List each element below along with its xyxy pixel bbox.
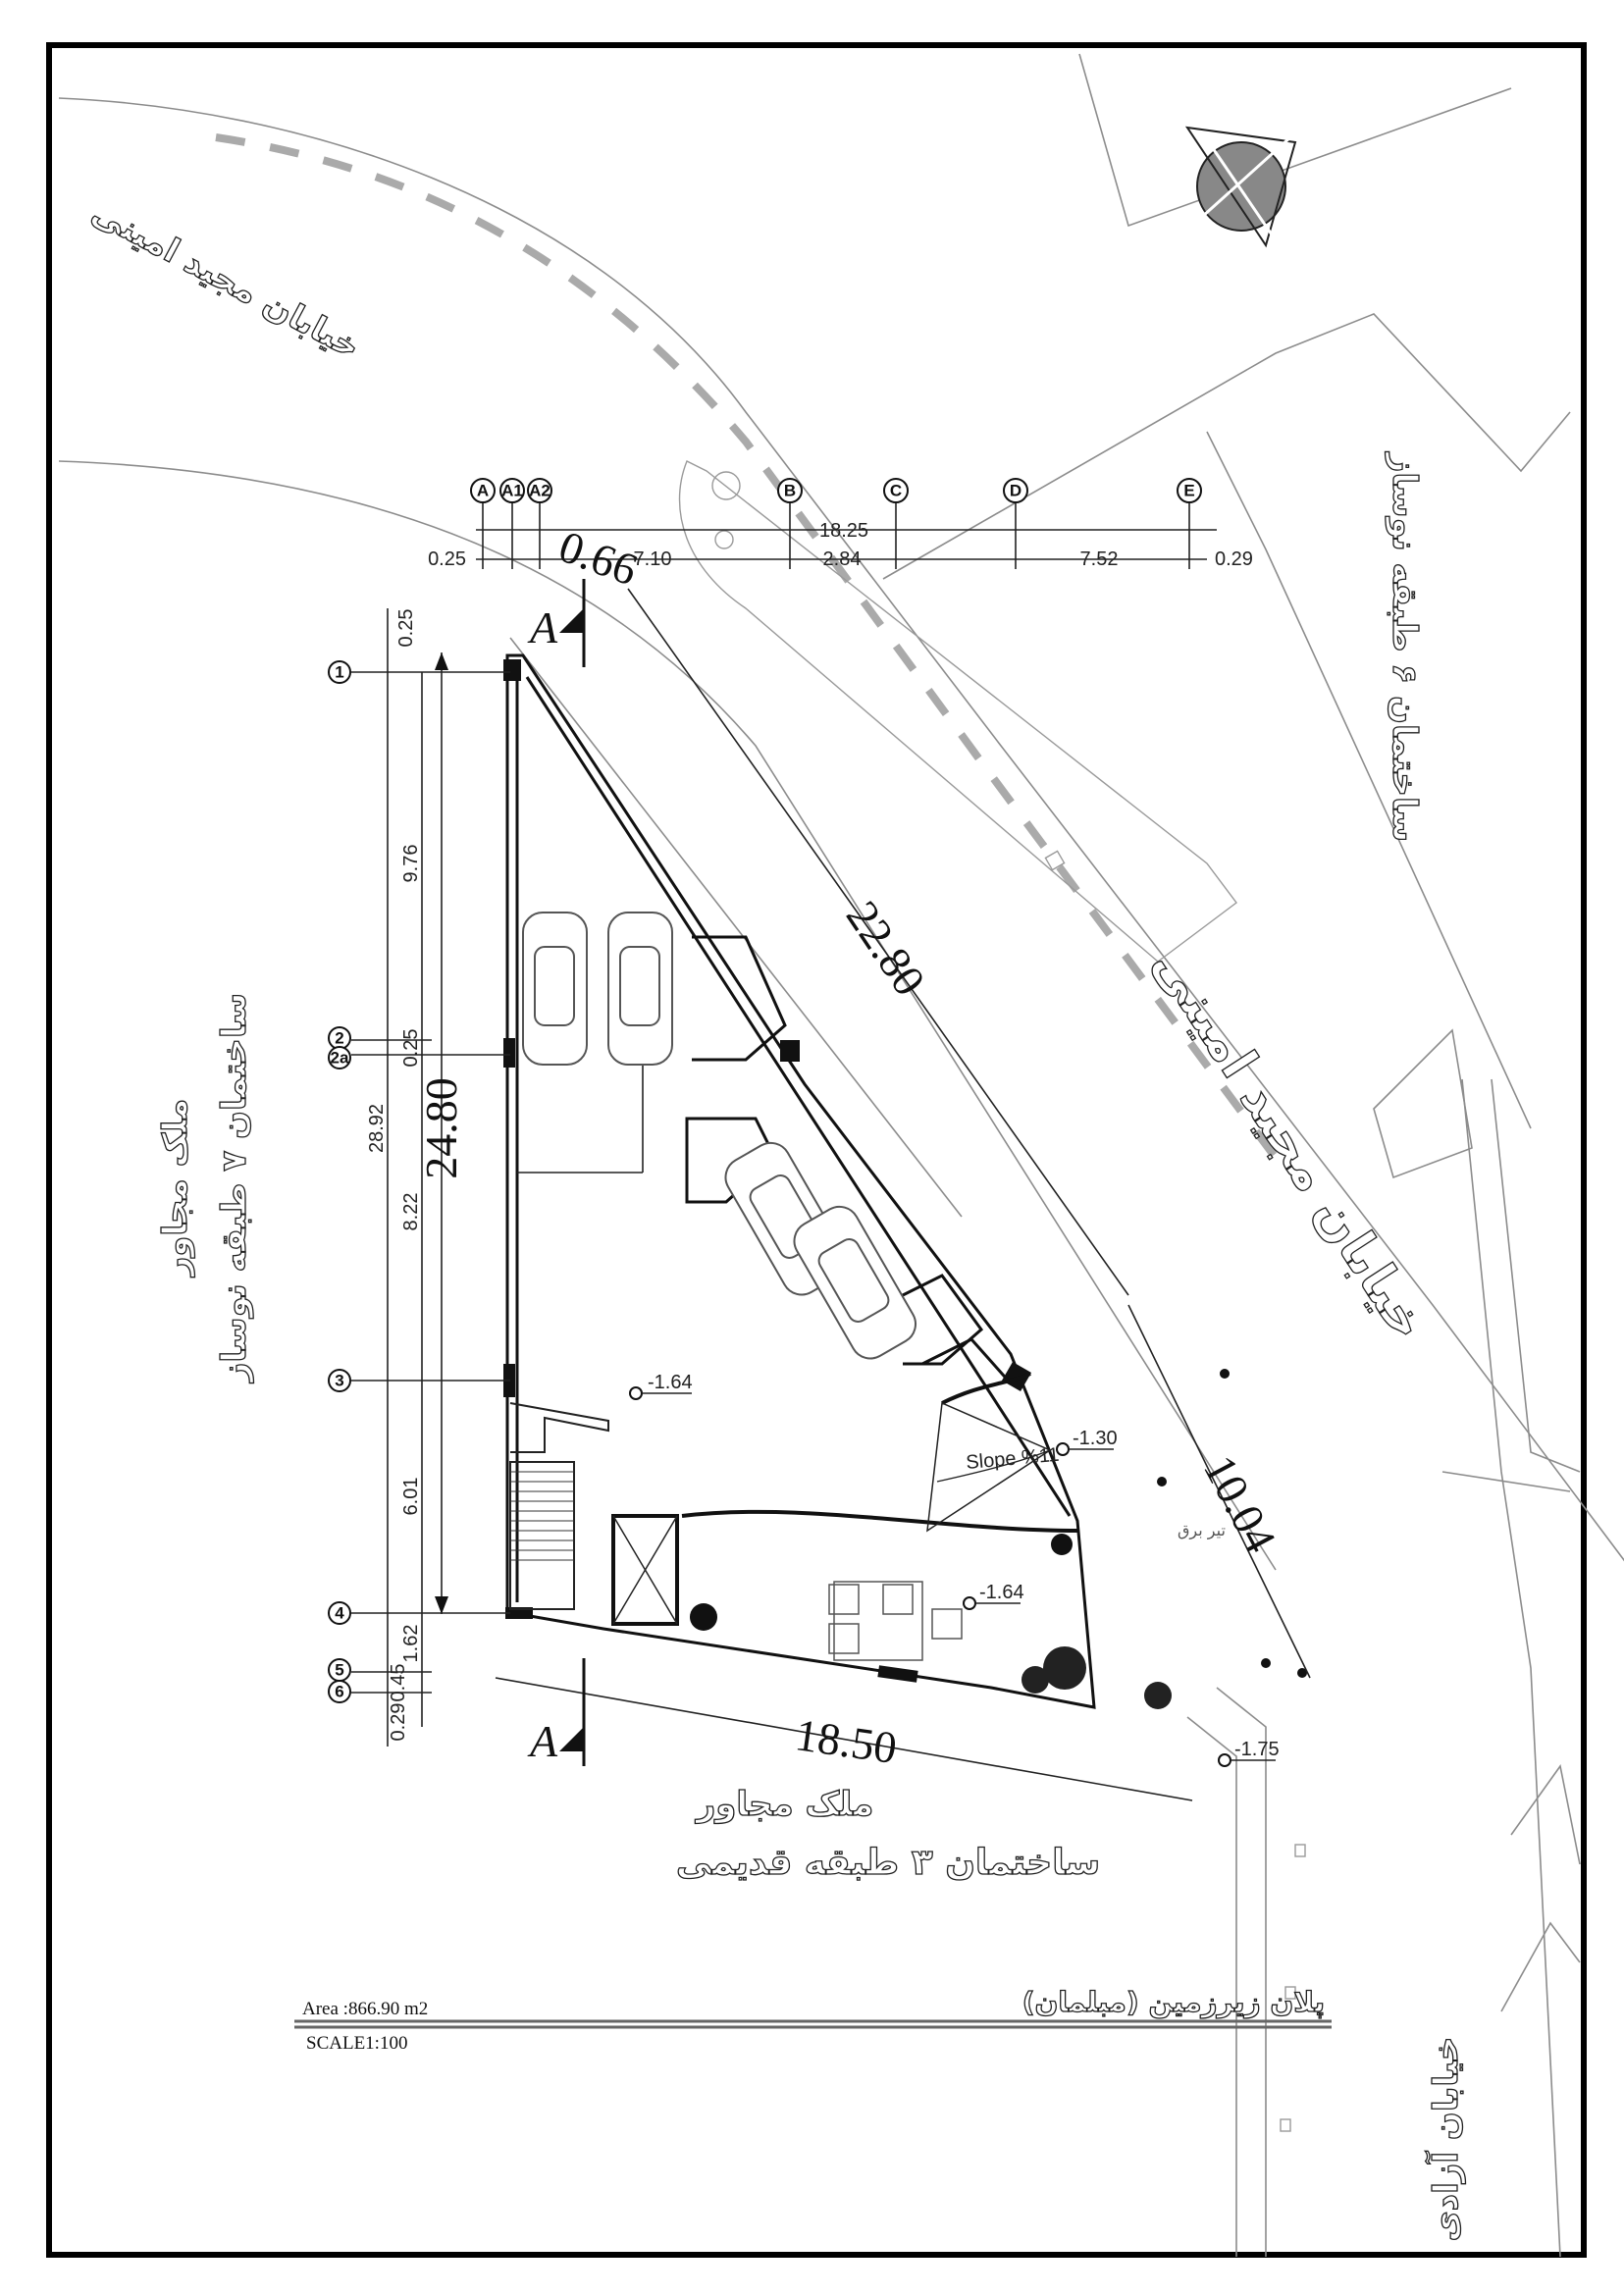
grid-bubble-D: D <box>1003 478 1028 503</box>
elevation-marker: -1.64 <box>963 1582 1024 1610</box>
neighbor-left-sub: ساختمان ۷ طبقه نوساز <box>215 993 254 1383</box>
area-label: Area :866.90 m2 <box>302 1999 428 2019</box>
dim-bottom-offset: 0.29 <box>388 1703 409 1742</box>
dim-right-offset: 0.29 <box>1215 548 1253 570</box>
dim-r3-r4: 6.01 <box>400 1478 422 1516</box>
svg-text:-1.30: -1.30 <box>1073 1428 1118 1449</box>
neighbor-labels: ساختمان ۶ طبقه نوساز ملک مجاور ساختمان ۷… <box>155 450 1424 1883</box>
building-outline <box>503 653 1307 1709</box>
dim-building-length: 24.80 <box>416 1077 466 1179</box>
dim-left-offset: 0.25 <box>428 548 466 570</box>
grid-bubble-A2: A2 <box>527 478 552 503</box>
utility-pole-label: تیر برق <box>1178 1521 1226 1540</box>
svg-text:1: 1 <box>335 663 343 682</box>
dim-r2a-r3: 8.22 <box>400 1193 422 1231</box>
svg-text:A: A <box>477 482 489 500</box>
svg-text:5: 5 <box>335 1661 343 1680</box>
svg-text:B: B <box>784 482 796 500</box>
grid-bubble-A: A <box>470 478 496 503</box>
svg-text:3: 3 <box>335 1372 343 1390</box>
elevation-marker: -1.30 <box>1056 1428 1118 1456</box>
svg-text:6: 6 <box>335 1683 343 1701</box>
site-context <box>58 53 1624 2258</box>
street-label-azadi: خیابان آزادی <box>1425 2036 1466 2241</box>
title-block: Area :866.90 m2 SCALE1:100 پلان زیرزمین … <box>294 1985 1332 2054</box>
svg-text:A1: A1 <box>501 482 523 500</box>
svg-text:2a: 2a <box>331 1049 349 1068</box>
neighbor-bottom-title: ملک مجاور <box>695 1785 874 1824</box>
elevation-marker: -1.75 <box>1218 1739 1280 1767</box>
furniture <box>828 1581 963 1661</box>
section-marker-top: A <box>527 579 586 667</box>
dim-overall-left: 28.92 <box>366 1104 388 1153</box>
svg-text:4: 4 <box>335 1604 344 1623</box>
svg-text:-1.64: -1.64 <box>979 1582 1024 1603</box>
parked-cars <box>522 912 917 1360</box>
grid-bubble-A1: A1 <box>499 478 525 503</box>
grid-bubble-6: 6 <box>328 1680 351 1703</box>
svg-text:A: A <box>527 1716 558 1766</box>
elevation-marker: -1.64 <box>629 1372 693 1400</box>
svg-text:D: D <box>1010 482 1022 500</box>
elevator <box>611 1514 679 1626</box>
neighbor-right-label: ساختمان ۶ طبقه نوساز <box>1385 451 1424 842</box>
dim-r1-r2: 9.76 <box>400 845 422 883</box>
top-dimensions: 18.25 0.25 7.10 2.84 7.52 0.29 0.66 A A1… <box>428 478 1253 595</box>
grid-bubble-5: 5 <box>328 1658 351 1682</box>
dim-r5-r6: 0.45 <box>388 1664 409 1702</box>
svg-text:2: 2 <box>335 1029 343 1048</box>
svg-text:A2: A2 <box>529 482 550 500</box>
section-marker-bottom: A <box>527 1658 586 1766</box>
elevation-markers: -1.64 -1.30 -1.64 -1.75 Slope %11 <box>629 1372 1280 1767</box>
staircase <box>509 1402 609 1610</box>
scale-label: SCALE1:100 <box>306 2033 407 2054</box>
dim-overall-top: 18.25 <box>819 520 868 542</box>
neighbor-bottom-sub: ساختمان ۳ طبقه قدیمی <box>676 1843 1100 1883</box>
grid-bubble-B: B <box>777 478 803 503</box>
dim-top-offset: 0.25 <box>395 609 417 648</box>
grid-bubble-4: 4 <box>328 1601 351 1625</box>
svg-text:C: C <box>890 482 902 500</box>
svg-text:A: A <box>527 602 558 652</box>
grid-bubble-2: 2 <box>328 1026 351 1050</box>
dim-r2-r2a: 0.25 <box>400 1029 422 1068</box>
grid-bubble-2a: 2a <box>328 1046 351 1069</box>
drawing-title: پلان زیرزمین (مبلمان) <box>1022 1986 1325 2018</box>
svg-text:E: E <box>1183 482 1194 500</box>
svg-text:-1.75: -1.75 <box>1234 1739 1280 1760</box>
left-dimensions: 0.25 9.76 0.25 28.92 8.22 6.01 1.62 0.45… <box>328 608 510 1747</box>
dim-c-d: 7.52 <box>1080 548 1119 570</box>
north-arrow-icon <box>1184 126 1297 248</box>
grid-bubble-E: E <box>1177 478 1202 503</box>
dim-a-b: 7.10 <box>634 548 672 570</box>
dim-r4-r5: 1.62 <box>400 1625 422 1663</box>
svg-text:-1.64: -1.64 <box>648 1372 693 1393</box>
grid-bubble-C: C <box>883 478 909 503</box>
drawing-frame <box>46 42 1587 2258</box>
dim-b-c: 2.84 <box>823 548 862 570</box>
grid-bubble-1: 1 <box>328 660 351 684</box>
grid-bubble-3: 3 <box>328 1369 351 1392</box>
neighbor-left-title: ملک مجاور <box>156 1099 195 1278</box>
